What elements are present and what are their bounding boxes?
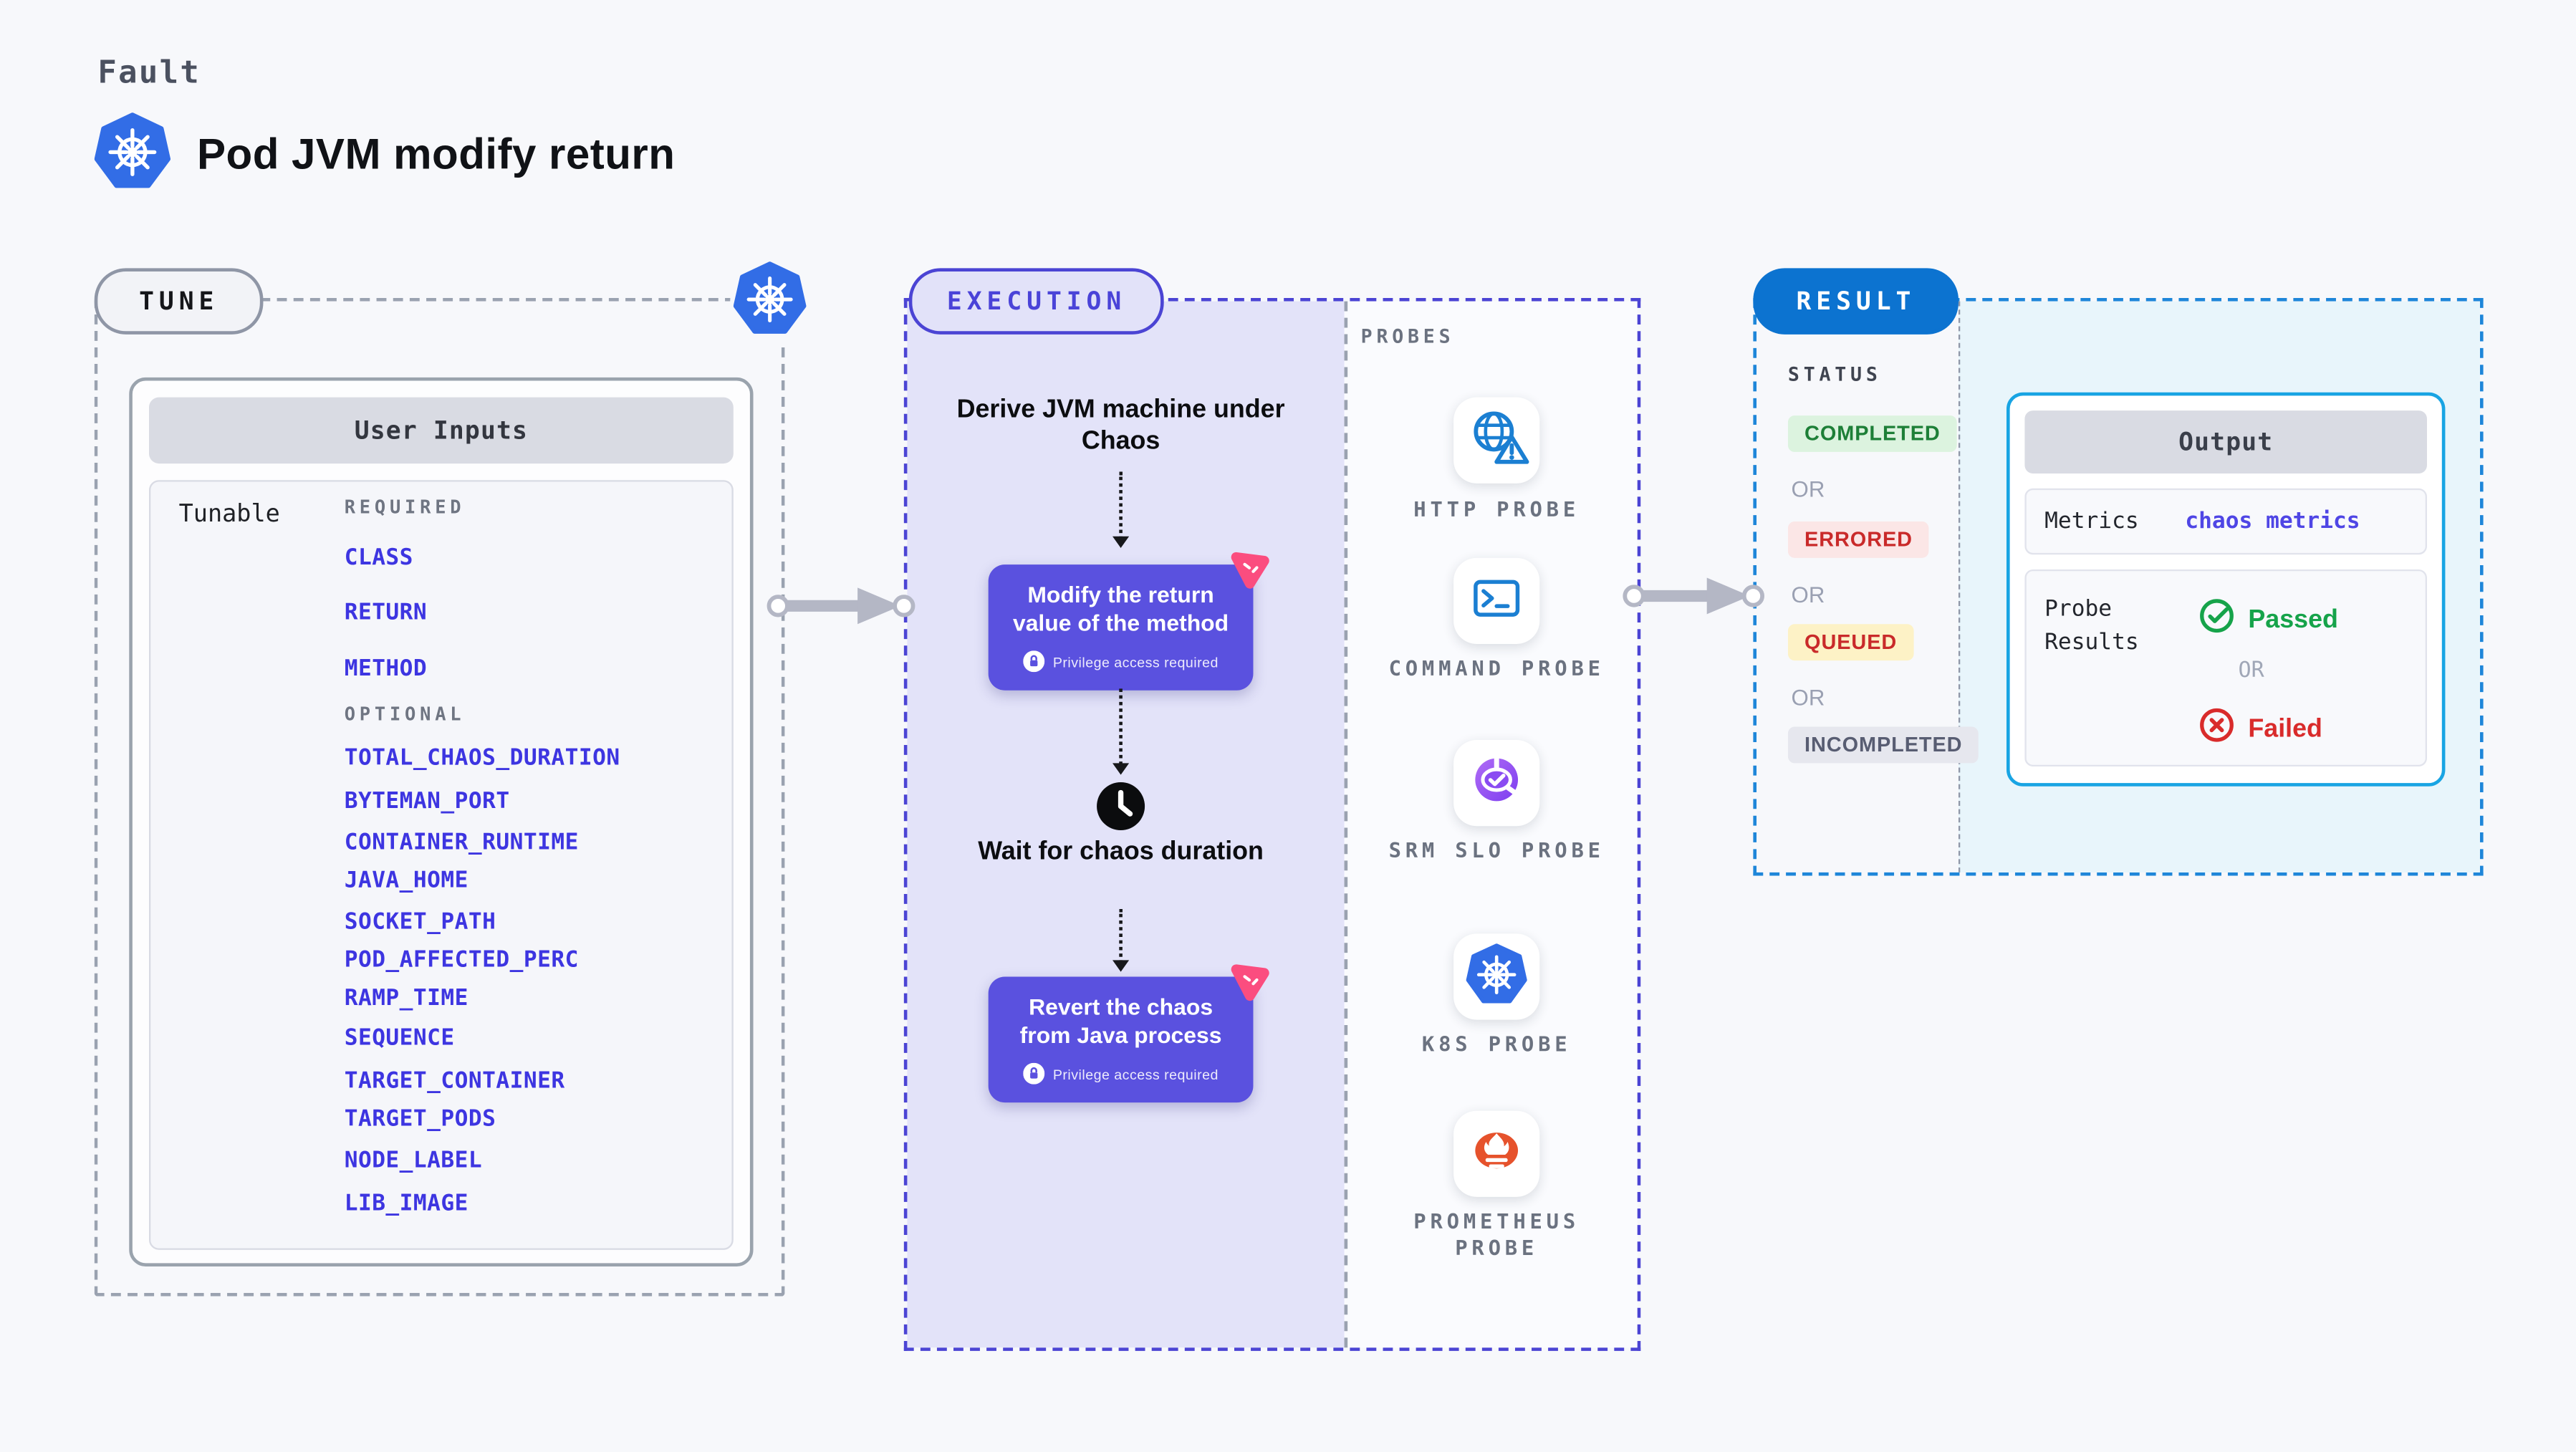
status-badge-incompleted: INCOMPLETED <box>1787 726 1979 764</box>
output-card-header: Output <box>2024 410 2427 473</box>
result-section-pill: RESULT <box>1753 268 1959 335</box>
status-column-label: STATUS <box>1787 362 1882 386</box>
metrics-value: chaos metrics <box>2185 508 2360 535</box>
probe-label: HTTP PROBE <box>1413 496 1580 521</box>
revert-chaos-step: Revert the chaos from Java process Privi… <box>988 964 1269 1102</box>
modify-return-step: Modify the return value of the method Pr… <box>988 552 1269 690</box>
tune-section-outline <box>94 297 785 1297</box>
probe-results-label: Probe Results <box>2044 595 2139 656</box>
tunable-var: SEQUENCE <box>344 1024 455 1052</box>
tunable-var: SOCKET_PATH <box>344 908 496 936</box>
chaos-experiment-icon <box>1225 544 1274 600</box>
tunable-var: TOTAL_CHAOS_DURATION <box>344 744 620 771</box>
metrics-label: Metrics <box>2044 508 2139 535</box>
revert-chaos-step-text: Revert the chaos from Java process <box>1019 994 1222 1048</box>
probe-label: COMMAND PROBE <box>1388 655 1605 681</box>
flow-arrow-down <box>1112 471 1129 548</box>
tunable-var: RAMP_TIME <box>344 985 468 1012</box>
optional-group-label: OPTIONAL <box>344 703 466 726</box>
passed-label: Passed <box>2248 605 2338 633</box>
or-label: OR <box>2238 658 2264 684</box>
tunable-var: CLASS <box>344 544 413 572</box>
flow-arrow-down <box>1112 908 1129 972</box>
tunable-var: METHOD <box>344 655 428 683</box>
modify-return-step-text: Modify the return value of the method <box>1012 582 1229 636</box>
privilege-badge: Privilege access required <box>1001 650 1240 675</box>
derive-step-text: Derive JVM machine under Chaos <box>956 395 1285 456</box>
tunable-var: NODE_LABEL <box>344 1147 483 1174</box>
probe-label: PROMETHEUS PROBE <box>1413 1208 1580 1261</box>
tunables-panel: Tunable REQUIRED CLASS RETURN METHOD OPT… <box>148 480 734 1250</box>
status-badge-queued: QUEUED <box>1787 624 1914 661</box>
kubernetes-icon <box>1464 940 1529 1014</box>
passed-result: Passed <box>2198 597 2338 642</box>
failed-label: Failed <box>2248 714 2322 743</box>
prometheus-flame-icon <box>1464 1117 1529 1191</box>
or-label: OR <box>1791 582 1825 608</box>
failed-result: Failed <box>2198 707 2322 751</box>
lock-icon <box>1023 650 1045 675</box>
chaos-experiment-icon <box>1225 956 1274 1012</box>
clock-icon <box>1096 782 1145 840</box>
status-badge-errored: ERRORED <box>1787 521 1930 558</box>
flow-arrow-down <box>1112 688 1129 775</box>
metrics-row: Metrics chaos metrics <box>2024 488 2427 555</box>
privilege-badge-text: Privilege access required <box>1052 1066 1219 1083</box>
execution-to-result-arrow <box>1623 577 1765 615</box>
tune-to-execution-arrow <box>766 587 915 625</box>
srm-slo-probe-tile <box>1453 740 1540 827</box>
globe-alert-icon <box>1464 403 1529 478</box>
user-inputs-header: User Inputs <box>148 397 734 464</box>
or-label: OR <box>1791 685 1825 711</box>
fault-kicker: Fault <box>97 54 201 92</box>
terminal-icon <box>1465 565 1528 636</box>
tunable-var: TARGET_CONTAINER <box>344 1067 565 1095</box>
tune-section-pill: TUNE <box>94 268 264 335</box>
page-header: Pod JVM modify return <box>94 112 676 197</box>
tunable-var: CONTAINER_RUNTIME <box>344 829 579 856</box>
lock-icon <box>1023 1062 1045 1087</box>
tunable-var: RETURN <box>344 599 428 626</box>
command-probe-tile <box>1453 557 1540 644</box>
probe-label: K8S PROBE <box>1421 1031 1572 1057</box>
x-circle-icon <box>2198 707 2235 751</box>
tunable-var: LIB_IMAGE <box>344 1190 468 1217</box>
tunable-var: JAVA_HOME <box>344 867 468 894</box>
privilege-badge-text: Privilege access required <box>1052 654 1219 671</box>
output-card: Output Metrics chaos metrics Probe Resul… <box>2006 392 2446 787</box>
tunable-var: TARGET_PODS <box>344 1105 496 1133</box>
tunable-var: BYTEMAN_PORT <box>344 788 510 815</box>
wait-step-text: Wait for chaos duration <box>978 837 1264 866</box>
required-group-label: REQUIRED <box>344 496 466 519</box>
page-title: Pod JVM modify return <box>197 129 676 179</box>
probes-column-label: PROBES <box>1360 324 1455 348</box>
execution-section-pill: EXECUTION <box>908 268 1165 335</box>
probe-results-row: Probe Results Passed OR <box>2024 569 2427 767</box>
tunable-row-label: Tunable <box>178 501 280 529</box>
status-badge-completed: COMPLETED <box>1787 415 1957 452</box>
user-inputs-card: User Inputs Tunable REQUIRED CLASS RETUR… <box>129 377 754 1266</box>
prometheus-probe-tile <box>1453 1110 1540 1197</box>
privilege-badge: Privilege access required <box>1001 1062 1240 1087</box>
probe-label: SRM SLO PROBE <box>1388 837 1605 863</box>
gauge-check-icon <box>1464 746 1529 820</box>
kubernetes-icon <box>730 258 810 347</box>
kubernetes-icon <box>94 112 171 197</box>
http-probe-tile <box>1453 397 1540 484</box>
or-label: OR <box>1791 476 1825 502</box>
check-circle-icon <box>2198 597 2235 642</box>
tunable-var: POD_AFFECTED_PERC <box>344 946 579 973</box>
k8s-probe-tile <box>1453 933 1540 1020</box>
